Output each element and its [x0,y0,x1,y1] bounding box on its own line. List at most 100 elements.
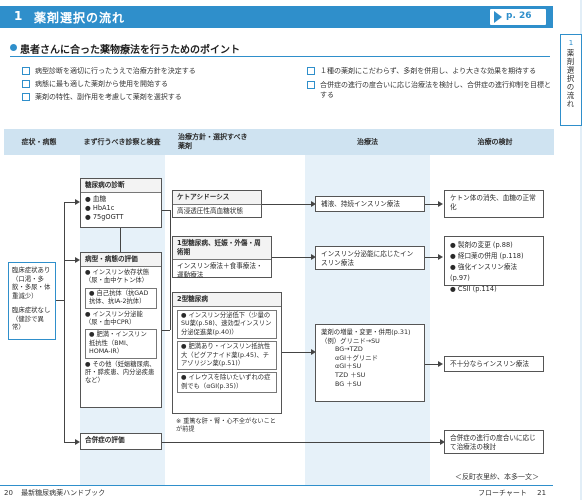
review-type1-item: ● 製剤の変更 (p.88) [450,241,513,249]
connector [425,364,439,365]
page-edge-band [580,0,582,500]
arrow-right-icon [311,349,316,355]
evaluation-title: 病型・病態の評価 [81,253,161,267]
checkbox-icon[interactable] [22,80,30,88]
complication-eval-box: 合併症の評価 [80,433,162,450]
checklist-right: １種の薬剤にこだわらず、多剤を併用し、より大きな効果を期待する 合併症の進行の度… [307,66,552,100]
type2-note: ※ 重篤な肝・腎・心不全がないことが前提 [176,418,276,433]
connector [272,257,312,258]
connector [162,210,170,211]
review-type1-item: ● 経口薬の併用 (p.118) [450,252,524,260]
connector [162,442,442,443]
complication-eval-title: 合併症の評価 [81,434,161,447]
review-type2-text: 不十分ならインスリン療法 [450,360,529,368]
connector [162,330,170,331]
checkbox-icon[interactable] [22,67,30,75]
ketoacidosis-title: ケトアシドーシス [173,191,261,205]
treatment-type2-head: 薬剤の増量・変更・併用(p.31) [321,328,411,336]
evaluation-item: ● インスリン分泌能（尿・血中CPR） [85,310,143,327]
review-type2-box: 不十分ならインスリン療法 [444,356,544,372]
arrow-right-icon [75,199,80,205]
treatment-keto-box: 補液、持続インスリン療法 [315,196,425,212]
review-type1-item: ● 強化インスリン療法 (p.97) [450,263,518,282]
column-header-exam: まず行うべき診察と検査 [83,138,161,146]
connector [425,204,439,205]
footer-right: フローチャート 21 [478,488,546,498]
treatment-combo: TZD ＋SU [335,370,366,379]
treatment-type1-box: インスリン分泌能に応じたインスリン療法 [315,246,425,270]
review-type1-box: ● 製剤の変更 (p.88) ● 経口薬の併用 (p.118) ● 強化インスリ… [444,236,544,293]
treatment-type2-example: （例）グリニド→SU [321,336,380,345]
arrow-right-icon [438,361,443,367]
review-complication-box: 合併症の進行の度合いに応じて治療法の検討 [444,430,544,454]
type2-item: ● インスリン分泌低下（少量のSU薬(p.58)、速効型インスリン分泌促進薬(p… [177,310,277,340]
connector [425,257,439,258]
type2-item: ● イレウスを除いたいずれの症例でも（αGI(p.35)） [177,372,277,394]
page-reference-link[interactable]: p. 26 [489,8,547,26]
side-index-tab[interactable]: 1 薬剤選択の流れ [560,34,582,126]
footer-divider [0,485,553,486]
side-tab-label: 薬剤選択の流れ [566,49,575,109]
checkbox-icon[interactable] [307,67,315,75]
connector [64,442,76,443]
section-title: 薬剤選択の流れ [34,11,126,25]
checklist-left: 病型診断を適切に行ったうえで治療方針を決定する 病態に最も適した薬剤から使用を開… [22,66,292,102]
arrow-right-icon [311,201,316,207]
connector [282,352,312,353]
checklist-item: 薬剤の特性、副作用を考慮して薬剤を選択する [22,92,292,102]
column-header-policy: 治療方針・選択すべき薬剤 [178,133,248,150]
column-header-symptoms: 症状・病態 [21,138,57,146]
bullet-icon [10,44,17,51]
review-complication-text: 合併症の進行の度合いに応じて治療法の検討 [450,434,536,451]
review-keto-text: ケトン体の消失、血糖の正常化 [450,194,536,211]
arrow-right-icon [75,439,80,445]
checklist-item: １種の薬剤にこだわらず、多剤を併用し、より大きな効果を期待する [307,66,552,76]
book-title: 最新糖尿病薬ハンドブック [21,489,106,497]
arrow-right-icon [440,439,445,445]
section-header-bar: 1 薬剤選択の流れ [0,6,553,28]
ketoacidosis-box: ケトアシドーシス 高浸透圧性高血糖状態 [172,190,262,218]
arrow-right-icon [311,254,316,260]
connector [64,202,65,442]
page-number-left: 20 [4,489,13,497]
evaluation-item: ● インスリン依存状態（尿・血中ケトン体） [85,269,150,285]
side-tab-number: 1 [568,39,574,47]
diagnosis-box: 糖尿病の診断 ● 血糖 ● HbA1c ● 75gOGTT [80,178,162,228]
column-header-treatment: 治療法 [357,138,378,146]
evaluation-box: 病型・病態の評価 ● インスリン依存状態（尿・血中ケトン体） ● 自己抗体（抗G… [80,252,162,408]
checklist-item: 病態に最も適した薬剤から使用を開始する [22,79,292,89]
footer-section-label: フローチャート [478,489,527,497]
symptom-absent: 臨床症状なし（健診で異常） [12,306,51,331]
connector [170,210,171,330]
checkbox-icon[interactable] [22,93,30,101]
diagnosis-item: ● 75gOGTT [85,213,124,221]
evaluation-item: ● その他（妊娠糖尿病、肝・膵疾患、内分泌疾患など） [85,360,156,385]
connector [64,260,76,261]
footer-left: 20 最新糖尿病薬ハンドブック [4,488,105,498]
connector [64,202,76,203]
diagnosis-title: 糖尿病の診断 [81,179,161,193]
symptom-present: 臨床症状あり（口渇・多飲・多尿・体重減少） [12,266,51,300]
treatment-combo: αGI＋グリニド [335,353,379,362]
treatment-combo: αGI＋SU [335,362,362,371]
column-header-review: 治療の検討 [477,138,513,146]
type1-body: インスリン療法＋食事療法・運動療法 [177,262,263,279]
treatment-combo: BG ＋SU [335,379,362,388]
checklist-item: 合併症の進行の度合いに応じ治療法を検討し、合併症の進行抑制を目標とする [307,80,552,100]
review-type1-item: ● CSII (p.114) [450,285,497,293]
type1-box: 1型糖尿病、妊娠・外傷・周術期 インスリン療法＋食事療法・運動療法 [172,236,272,279]
type2-title: 2型糖尿病 [173,293,281,307]
checkbox-icon[interactable] [307,81,315,89]
type2-box: 2型糖尿病 ● インスリン分泌低下（少量のSU薬(p.58)、速効型インスリン分… [172,292,282,414]
flowchart-header-band [4,129,554,155]
page-number-right: 21 [537,489,547,497]
evaluation-item: ● 自己抗体（抗GAD抗体、抗IA-2抗体） [85,287,157,309]
arrow-right-icon [438,201,443,207]
diagnosis-item: ● HbA1c [85,204,115,212]
divider [10,56,550,57]
points-heading: 患者さんに合った薬物療法を行うためのポイント [20,45,240,56]
treatment-combo: BG→TZD [335,345,363,354]
arrow-right-icon [75,257,80,263]
connector [262,204,312,205]
section-number: 1 [14,9,23,23]
